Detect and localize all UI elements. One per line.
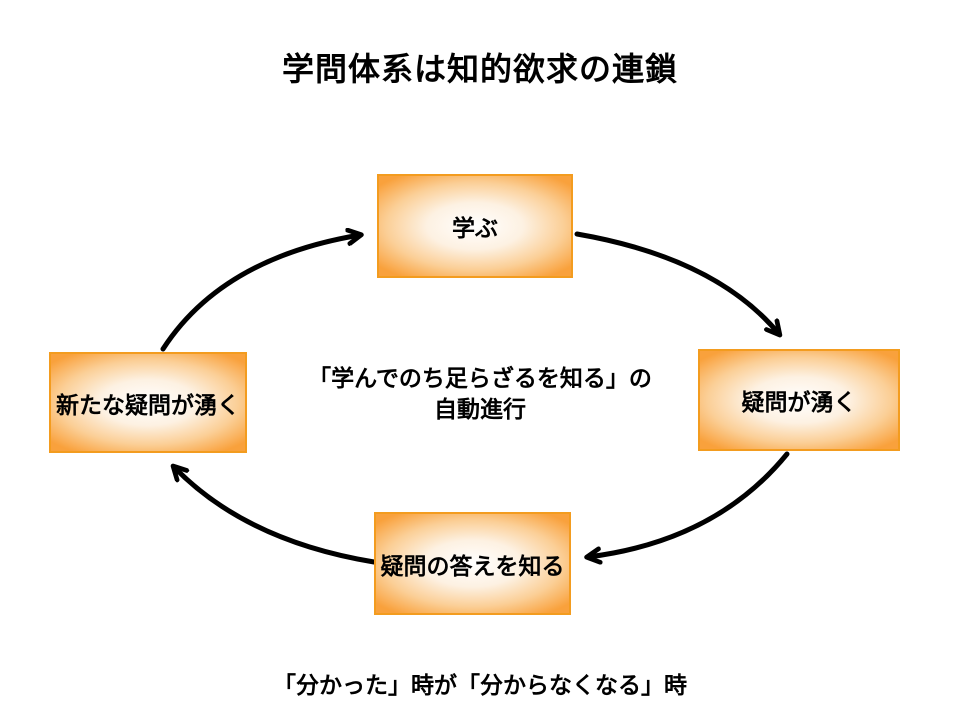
node-learn: 学ぶ (377, 174, 573, 278)
footer-note: 「分かった」時が「分からなくなる」時 (273, 673, 687, 699)
slide-title: 学問体系は知的欲求の連鎖 (281, 50, 678, 88)
arrow-newquestion-to-learn-icon (160, 235, 360, 352)
center-note-line1: 「学んでのち足らざるを知る」の (308, 366, 652, 392)
node-know-answer: 疑問の答えを知る (374, 512, 571, 615)
node-new-question: 新たな疑問が湧く (49, 352, 247, 453)
arrow-learn-to-question-icon (574, 231, 779, 334)
node-know-answer-label: 疑問の答えを知る (380, 553, 565, 580)
arrow-question-to-answer-icon (588, 451, 790, 557)
node-question-label: 疑問が湧く (741, 390, 857, 416)
arrow-answer-to-newquestion-icon (174, 467, 377, 565)
center-note-line2: 自動進行 (434, 397, 526, 424)
node-question: 疑問が湧く (698, 349, 900, 451)
node-learn-label: 学ぶ (452, 216, 498, 242)
center-note: 「学んでのち足らざるを知る」の 自動進行 (230, 364, 730, 426)
node-new-question-label: 新たな疑問が湧く (56, 392, 240, 419)
